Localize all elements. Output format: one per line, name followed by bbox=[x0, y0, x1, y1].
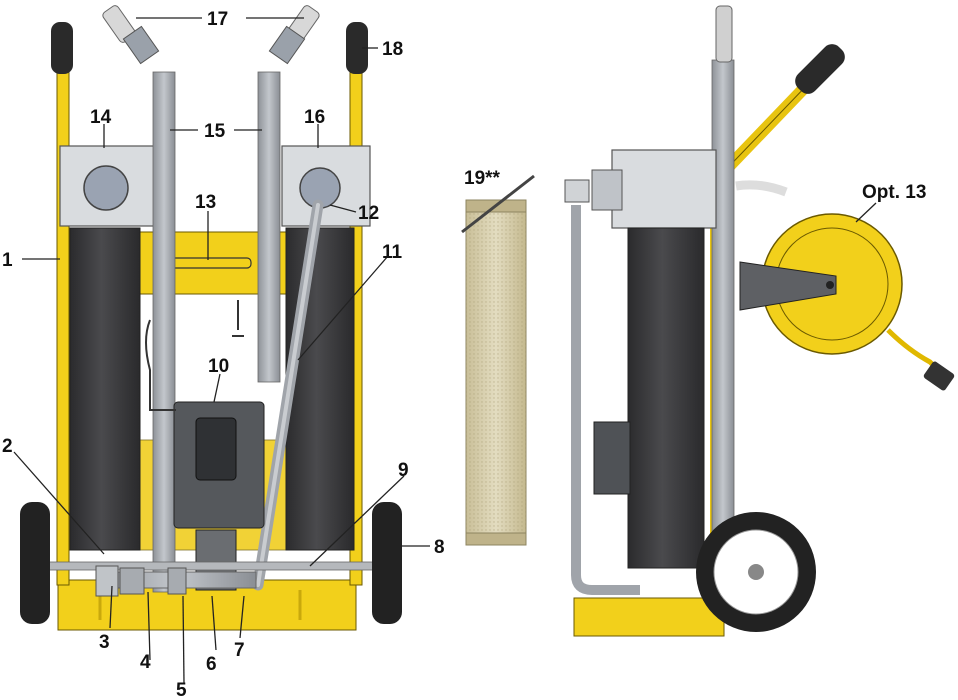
callout-11: 11 bbox=[382, 242, 403, 263]
reel-bracket bbox=[739, 261, 837, 311]
reel-plug bbox=[923, 361, 955, 391]
callout-19: 19** bbox=[464, 168, 501, 189]
callout-6: 6 bbox=[206, 654, 217, 675]
callout-15: 15 bbox=[204, 121, 226, 142]
side-left-pipe bbox=[571, 205, 640, 595]
vertical-pipe-right bbox=[257, 71, 281, 383]
element-handle bbox=[461, 174, 535, 234]
callout-9: 9 bbox=[398, 460, 409, 481]
leader-lines bbox=[13, 17, 877, 684]
side-handle-grip bbox=[795, 44, 845, 94]
filter-canister-right bbox=[285, 227, 355, 551]
handle-grip-left bbox=[51, 22, 73, 74]
front-view bbox=[20, 5, 402, 631]
callout-3: 3 bbox=[99, 632, 110, 653]
hose-fitting-right bbox=[268, 5, 320, 65]
vertical-pipe-left bbox=[152, 71, 176, 593]
callout-labels: 1 2 3 4 5 6 7 8 9 10 11 12 13 14 15 16 1… bbox=[2, 9, 926, 700]
axle bbox=[39, 561, 386, 571]
callout-7: 7 bbox=[234, 640, 245, 661]
wheel-left bbox=[20, 502, 50, 624]
side-view bbox=[564, 5, 955, 637]
filter-element-view bbox=[461, 174, 535, 546]
callout-5: 5 bbox=[176, 680, 187, 700]
callout-10: 10 bbox=[208, 356, 229, 377]
side-vertical-pipe bbox=[711, 59, 735, 561]
callout-2: 2 bbox=[2, 436, 13, 457]
callout-1: 1 bbox=[2, 250, 13, 271]
frame-left-upright bbox=[56, 59, 70, 586]
side-filter-canister bbox=[627, 227, 705, 569]
power-cord bbox=[145, 300, 244, 411]
wheel-right bbox=[372, 502, 402, 624]
handle-grip-right bbox=[346, 22, 368, 74]
side-motor bbox=[593, 421, 631, 495]
filter-canister-left bbox=[69, 227, 141, 551]
callout-opt-13: Opt. 13 bbox=[862, 182, 926, 203]
callout-12: 12 bbox=[358, 203, 379, 224]
hose-fitting-left bbox=[102, 5, 160, 65]
reel-cord bbox=[886, 328, 942, 374]
callout-17: 17 bbox=[207, 9, 228, 30]
callout-13: 13 bbox=[195, 192, 216, 213]
side-filter-head bbox=[611, 149, 717, 229]
callout-14: 14 bbox=[90, 107, 112, 128]
callout-16: 16 bbox=[304, 107, 325, 128]
side-base bbox=[573, 597, 725, 637]
callout-18: 18 bbox=[382, 39, 403, 60]
callout-8: 8 bbox=[434, 537, 445, 558]
callout-4: 4 bbox=[140, 652, 151, 673]
